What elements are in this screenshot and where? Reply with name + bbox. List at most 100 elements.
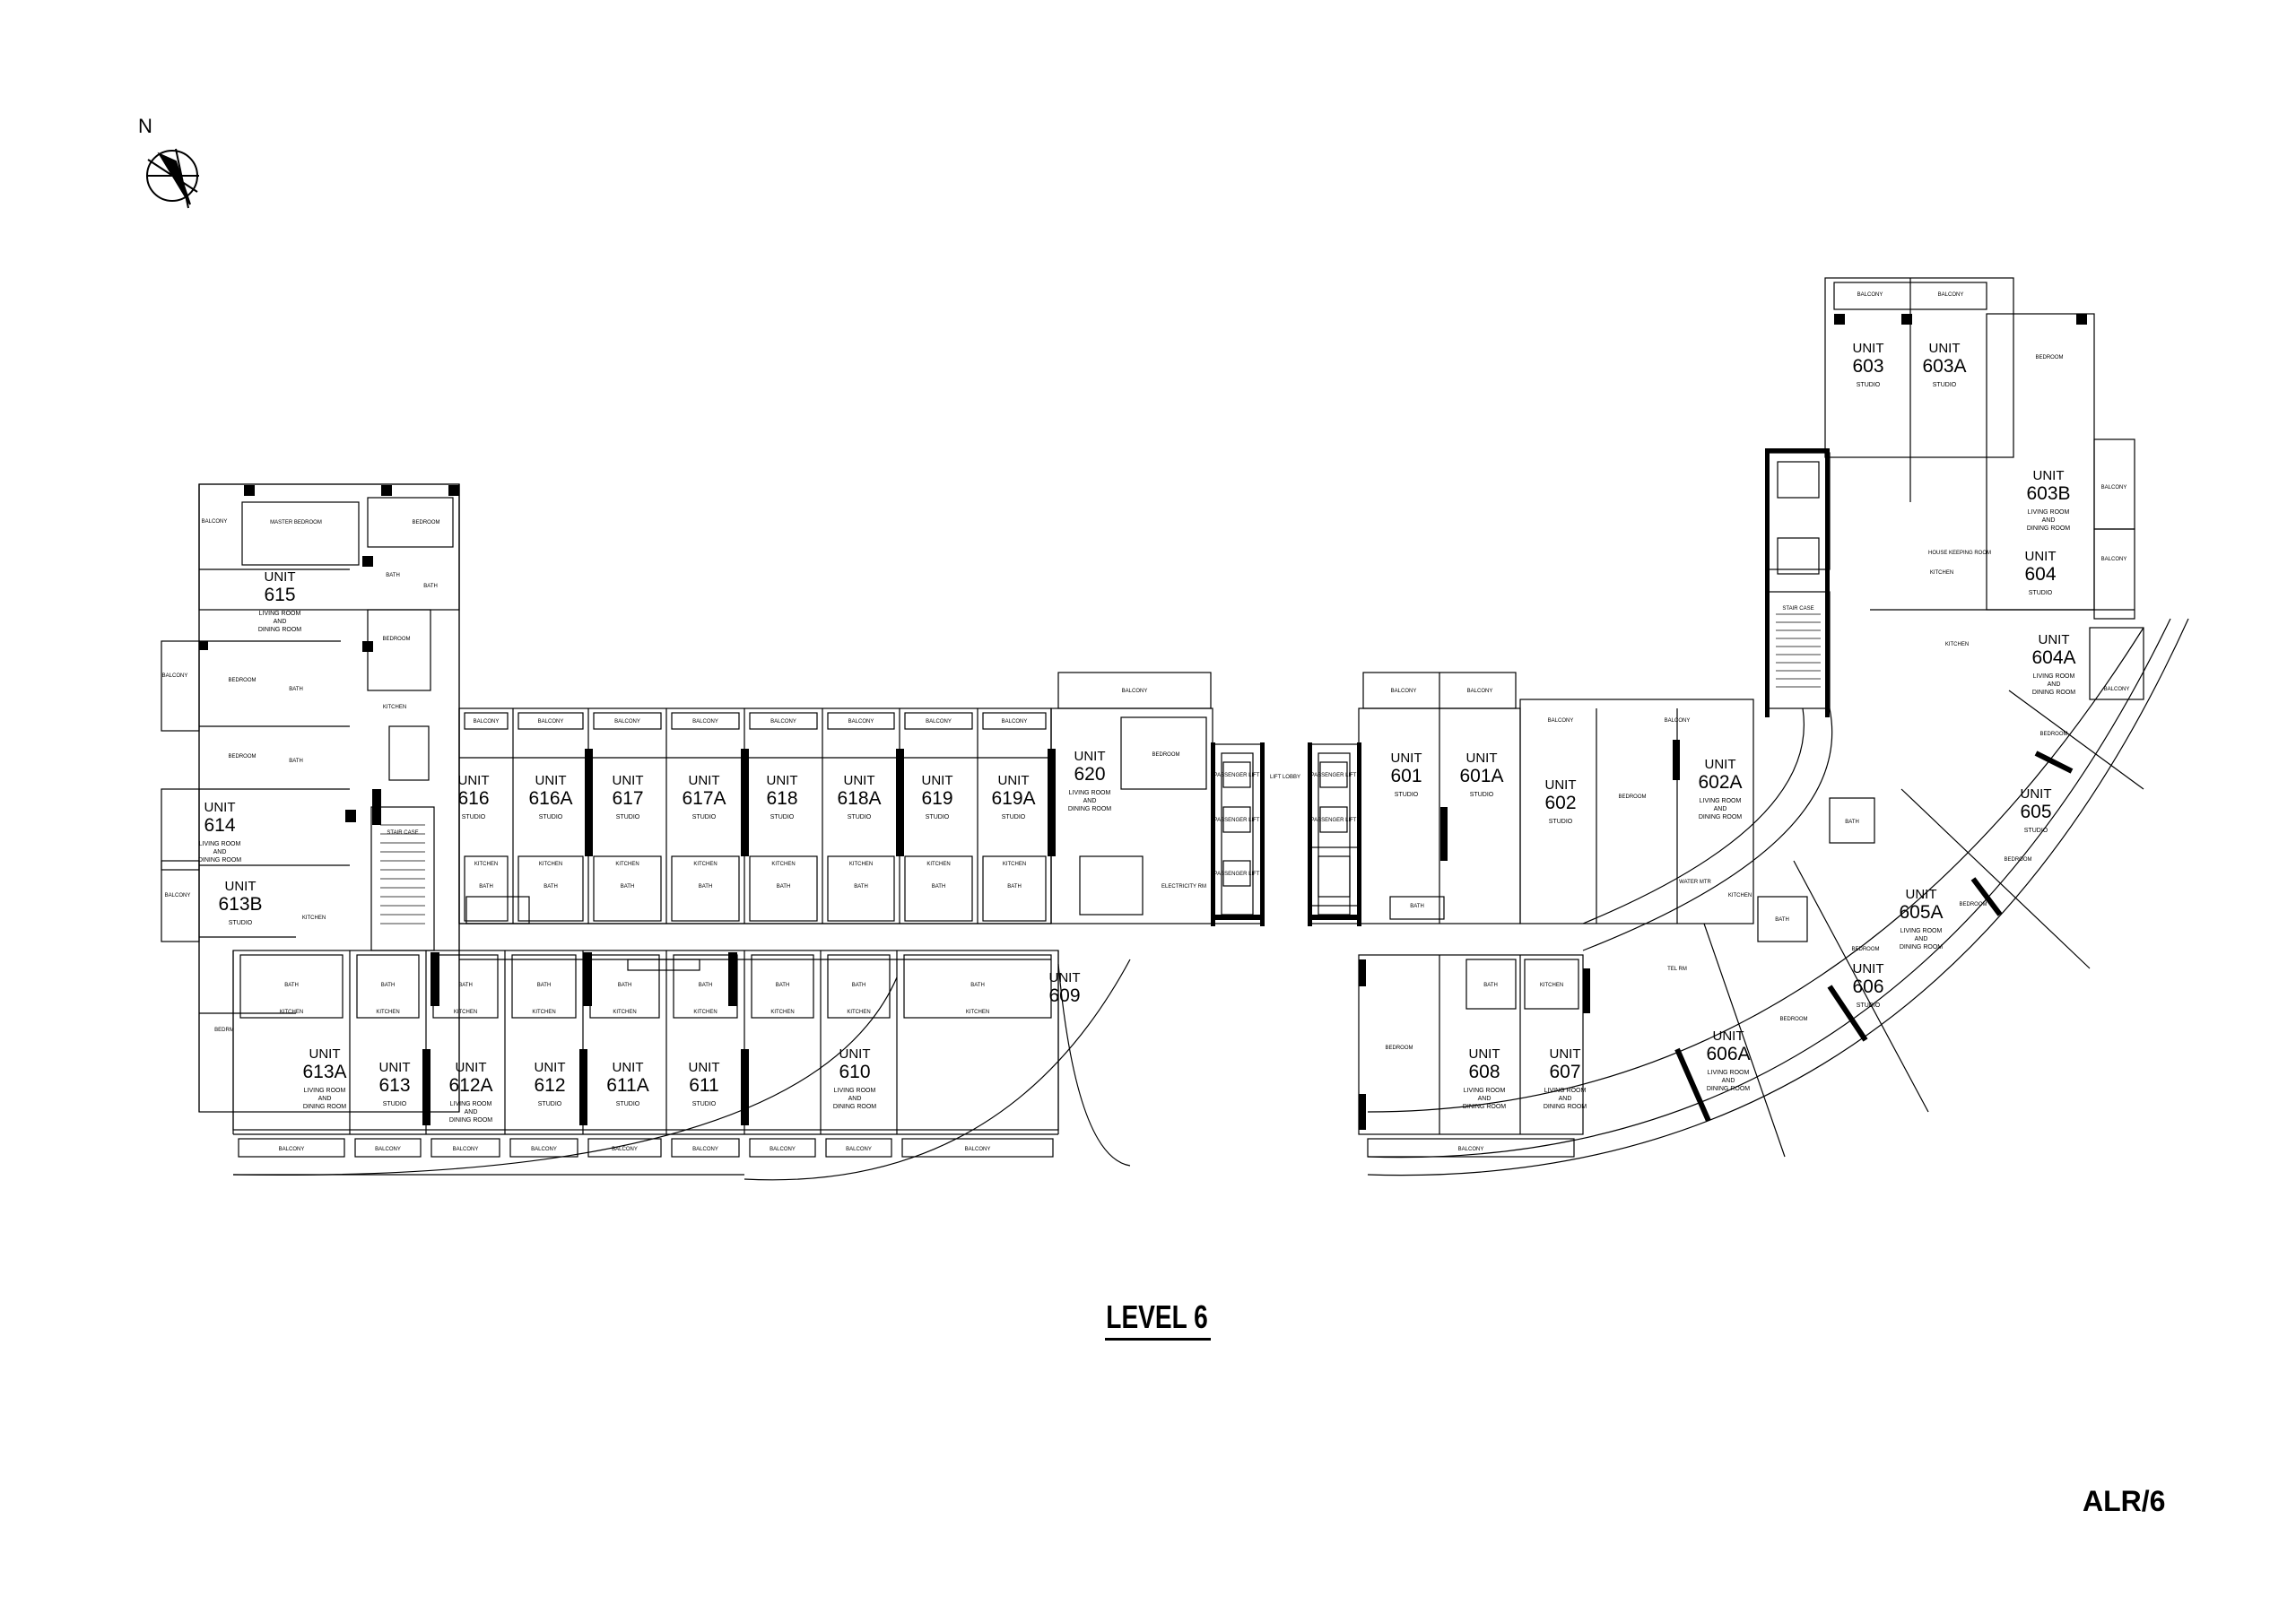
balcony-rail [430, 1138, 500, 1158]
column [1583, 968, 1590, 1013]
unit-number: 619A [991, 788, 1035, 809]
unit-number: 605A [1899, 902, 1943, 923]
unit-number: 619 [921, 788, 952, 809]
room-label: BALCONY [1548, 718, 1574, 724]
units-603 [1824, 277, 2014, 458]
room-label: PASSENGER LIFT [1214, 872, 1260, 877]
column [1048, 749, 1056, 856]
unit-description: STUDIO [848, 814, 872, 820]
room-label: BALCONY [531, 1147, 557, 1152]
unit-label: UNIT [309, 1046, 341, 1062]
room-label: BALCONY [2101, 485, 2127, 490]
unit-description: LIVING ROOM [450, 1101, 492, 1107]
balcony-604 [2093, 528, 2135, 620]
room-label: PASSENGER LIFT [1214, 818, 1260, 823]
balcony-613b-2 [161, 860, 200, 942]
unit-label: UNIT [1705, 757, 1736, 772]
room-label: KITCHEN [771, 862, 795, 867]
column [896, 749, 904, 856]
unit-number: 616 [457, 788, 489, 809]
room-label: BATH [621, 884, 635, 890]
unit-number: 612 [534, 1075, 565, 1096]
unit-number: 613B [218, 894, 262, 915]
lift-car [1222, 806, 1251, 833]
balcony-607 [1367, 1138, 1575, 1158]
room-label: BALCONY [1467, 689, 1493, 694]
radial-column [1970, 877, 2003, 916]
bath-block [239, 954, 344, 1019]
unit-number: 604A [2031, 647, 2075, 668]
column [585, 749, 593, 856]
room-label: PASSENGER LIFT [1311, 818, 1357, 823]
column [583, 952, 592, 1006]
unit-label: UNIT [839, 1046, 871, 1062]
unit-description: STUDIO [1470, 792, 1494, 798]
unit-label: UNIT [1391, 751, 1422, 766]
unit-number: 616A [528, 788, 572, 809]
unit-number: 609 [1048, 985, 1080, 1006]
room-label: BEDROOM [1385, 1046, 1413, 1051]
unit-number: 618A [837, 788, 881, 809]
north-label: N [138, 115, 152, 137]
unit-description: DINING ROOM [1068, 806, 1111, 812]
unit-number: 603 [1852, 356, 1883, 377]
balcony-rail [904, 712, 973, 730]
bath-605a [1829, 797, 1875, 844]
balcony-rail [354, 1138, 422, 1158]
room-label: KITCHEN [1930, 570, 1953, 576]
column [1834, 314, 1845, 325]
room-label: KITCHEN [693, 862, 717, 867]
unit-description: AND [2048, 681, 2061, 688]
curved-inner-facade [1367, 627, 2144, 1113]
room-label: BATH [1007, 884, 1022, 890]
column [422, 1049, 430, 1125]
room-label: BATH [544, 884, 558, 890]
column [1359, 959, 1366, 986]
radial-column [1674, 1047, 1711, 1123]
bath-block [982, 855, 1047, 922]
north-arrow-icon [146, 148, 199, 209]
room-label: BALCONY [614, 719, 640, 725]
unit-label: UNIT [1466, 751, 1498, 766]
radial-wall [1703, 923, 1786, 1158]
column [1359, 1094, 1366, 1130]
unit-description: LIVING ROOM [1464, 1088, 1506, 1094]
bedroom-615b [367, 609, 431, 691]
unit-number: 607 [1549, 1062, 1580, 1082]
unit-number: 611 [689, 1075, 718, 1096]
lift-car [1319, 761, 1348, 788]
column [345, 810, 356, 822]
bath-block [356, 954, 420, 1019]
room-label: BATH [777, 884, 791, 890]
room-label: BALCONY [162, 673, 188, 679]
unit-label: UNIT [1906, 887, 1937, 902]
column [199, 641, 208, 650]
room-label: KITCHEN [376, 1010, 399, 1015]
column [430, 952, 439, 1006]
drawing-title: LEVEL 6 [1106, 1298, 1208, 1335]
unit-number: 617 [612, 788, 643, 809]
balcony-rail [827, 712, 895, 730]
room-label: KITCHEN [474, 862, 498, 867]
room-label: BATH [970, 983, 985, 988]
bath-block [464, 855, 509, 922]
unit-description: STUDIO [616, 814, 640, 820]
column [1765, 448, 1830, 453]
room-label: BALCONY [1938, 292, 1964, 298]
unit-description: DINING ROOM [449, 1117, 492, 1124]
lift-car [1222, 860, 1251, 887]
bath-block [517, 855, 584, 922]
curved-south-edge [1057, 963, 1131, 1167]
